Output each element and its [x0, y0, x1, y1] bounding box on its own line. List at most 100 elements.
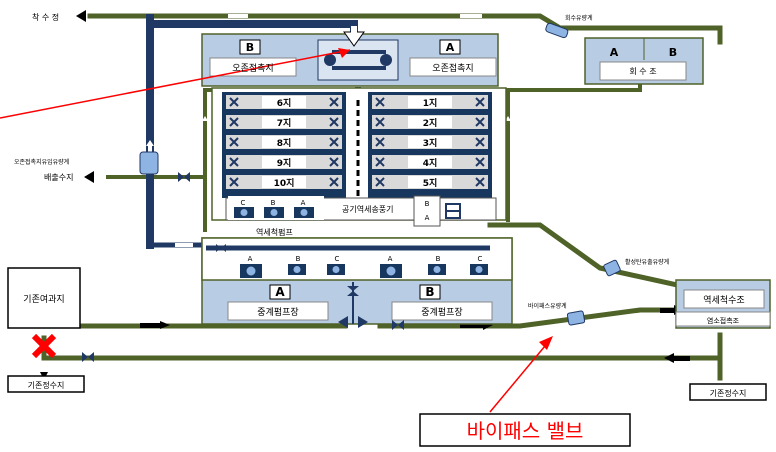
blower-label: 공기역세송풍기 — [342, 204, 394, 214]
relay-pump: C — [327, 255, 345, 275]
filter-row: 5지 — [372, 175, 488, 189]
ozone-inflow-flowmeter-label: 오존접촉지유입유량계 — [14, 158, 69, 166]
valve-icon — [375, 177, 385, 187]
relay-pump: A — [380, 255, 402, 278]
filter-row: 9지 — [226, 155, 342, 169]
valve-icon — [229, 177, 239, 187]
relay-a-name: 중계펌프장 — [257, 306, 298, 318]
backwash-tank-label: 역세척수조 — [703, 295, 744, 306]
filters-right-group: 1지 2지 3지 4지 5지 — [372, 95, 488, 189]
filter-label-box — [262, 96, 306, 108]
pump-impeller — [475, 266, 483, 273]
pump-letter: B — [271, 199, 276, 207]
blower-a-letter: A — [425, 214, 430, 222]
valve-icon — [178, 172, 190, 182]
callout-lines — [0, 26, 553, 413]
existing-filter-label: 기존여과지 — [23, 293, 64, 305]
text-labels: 착 수 정 B 오존접촉지 A 오존접촉지 회수유량계 A B 회 수 조 오존… — [14, 12, 746, 443]
pump-letter: B — [296, 255, 301, 263]
filter-label: 2지 — [423, 117, 438, 129]
filter-row: 10지 — [226, 175, 342, 189]
relay-b-letter: B — [425, 285, 434, 299]
pump-impeller — [240, 209, 248, 216]
filter-label: 10지 — [274, 177, 295, 189]
filter-label: 7지 — [277, 117, 292, 129]
relay-b-name: 중계펌프장 — [421, 306, 462, 318]
filter-label: 4지 — [423, 157, 438, 169]
pump-impeller — [386, 266, 396, 276]
ozone-a-name: 오존접촉지 — [432, 62, 473, 74]
pump-impeller — [433, 266, 441, 273]
filter-label-box — [408, 156, 452, 168]
valve-icon — [329, 177, 339, 187]
valve-icon — [329, 157, 339, 167]
valve-icon — [229, 137, 239, 147]
ozone-b-name: 오존접촉지 — [232, 62, 273, 74]
backwash-pump: C — [234, 199, 254, 218]
valve-icon — [229, 117, 239, 127]
relay-pump: B — [428, 255, 446, 275]
filter-label: 9지 — [277, 157, 292, 169]
clear-well-right-box — [689, 383, 767, 401]
bypass-flowmeter-icon — [566, 310, 586, 326]
relay-pump: B — [288, 255, 306, 275]
valve-icon — [82, 352, 94, 362]
relay-pump: A — [240, 255, 262, 278]
ozone-a-letter: A — [446, 41, 455, 54]
activated-carbon-flowmeter-icon — [603, 259, 621, 277]
bypass-flowmeter-label: 바이패스유량계 — [528, 302, 567, 310]
filter-row: 1지 — [372, 95, 488, 109]
valve-icon — [329, 137, 339, 147]
filter-label-box — [262, 176, 306, 188]
activated-carbon-flowmeter-label: 활성탄유출유량계 — [625, 258, 669, 266]
valve-icon — [329, 117, 339, 127]
callout-box — [419, 413, 631, 447]
filter-label-box — [408, 136, 452, 148]
recovery-tank — [545, 22, 704, 85]
valve-icon — [375, 137, 385, 147]
valve-icon — [375, 97, 385, 107]
filter-row: 2지 — [372, 115, 488, 129]
filter-label-box — [408, 116, 452, 128]
filter-label-box — [262, 136, 306, 148]
relay-pump: C — [470, 255, 488, 275]
valve-icon — [475, 157, 485, 167]
valve-icon — [475, 97, 485, 107]
pump-impeller — [246, 266, 256, 276]
valve-icon — [375, 157, 385, 167]
filter-row: 6지 — [226, 95, 342, 109]
filter-label: 8지 — [277, 137, 292, 149]
closed-valve-icon — [31, 333, 57, 359]
pump-letter: C — [241, 199, 246, 207]
pump-letter: C — [478, 255, 483, 263]
filter-label: 1지 — [423, 97, 438, 109]
filter-label-box — [408, 176, 452, 188]
pump-impeller — [300, 209, 308, 216]
chlorine-tank-label: 염소접촉조 — [707, 316, 740, 325]
discharge-water-label: 배출수지 — [44, 172, 73, 182]
valve-icon — [216, 244, 226, 252]
existing-filter — [7, 267, 81, 329]
filter-label: 3지 — [423, 137, 438, 149]
relay-a-letter: A — [275, 285, 285, 299]
pump-letter: A — [301, 199, 306, 207]
valve-icon — [475, 137, 485, 147]
backwash-pump: B — [264, 199, 284, 218]
filters-left-group: 6지 7지 8지 9지 10지 — [226, 95, 342, 189]
callout-label: 바이패스 밸브 — [467, 419, 584, 443]
clear-well-left-label: 기존정수지 — [28, 380, 65, 390]
filter-label: 6지 — [277, 97, 292, 109]
filter-label-box — [408, 96, 452, 108]
pump-impeller — [293, 266, 301, 273]
valve-icon — [229, 157, 239, 167]
filter-label: 5지 — [423, 177, 438, 189]
valve-icon — [475, 117, 485, 127]
backwash-pump: A — [294, 199, 314, 218]
recovery-flowmeter-label: 회수유량계 — [565, 14, 593, 22]
recovery-tank-label: 회 수 조 — [629, 67, 656, 76]
recovery-b-letter: B — [669, 46, 677, 59]
pump-letter: B — [436, 255, 441, 263]
